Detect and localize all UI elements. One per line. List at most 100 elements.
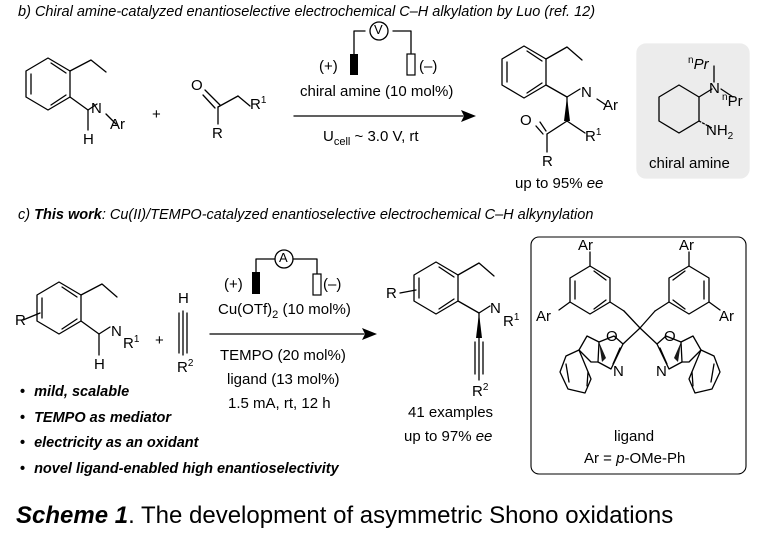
c-cond-cu-post: (10 mol%) [278, 301, 351, 318]
c-product-r: R [386, 285, 397, 302]
b-cat-npr-right-pr: Pr [727, 93, 743, 110]
b-condition-cell: Ucell ~ 3.0 V, rt [323, 128, 419, 148]
b-yield-text: up to 95% [515, 175, 587, 192]
b-circuit [353, 21, 412, 56]
c-product-r1-sup: 1 [513, 312, 520, 323]
b-catalyst-structure [658, 65, 734, 134]
c-ligand-ar-right: Ar [719, 308, 734, 325]
c-wedge-bond [476, 313, 482, 338]
c-sm-r: R [15, 312, 26, 329]
section-c-title-bold: This work [34, 207, 102, 223]
b-product-ar-group: Ar [603, 97, 618, 114]
c-cond-cu-pre: Cu(OTf) [218, 301, 273, 318]
section-c-label: c) [18, 207, 31, 223]
b-product-n-atom: N [581, 84, 592, 101]
c-ligand-ar-top-right: Ar [679, 237, 694, 254]
c-ammeter-label: A [279, 250, 288, 265]
b-cat-nh2-sub: 2 [727, 131, 734, 142]
c-sm-r1-sup: 1 [133, 334, 140, 345]
section-b-title-text: Chiral amine-catalyzed enantioselective … [34, 4, 596, 20]
b-ketone-structure [202, 89, 251, 125]
b-thiq-structure [25, 57, 117, 131]
b-product-r1-r: R [585, 128, 596, 145]
b-ucell-u: U [323, 128, 334, 145]
b-product-o-atom: O [520, 112, 532, 129]
section-c-title-text: : Cu(II)/TEMPO-catalyzed enantioselectiv… [101, 207, 594, 223]
c-ligand-n-right: N [656, 363, 667, 380]
b-cathode-electrode [406, 53, 416, 76]
c-ligand-box [530, 236, 747, 475]
b-arrow-head [461, 110, 476, 122]
c-thiq-structure [22, 281, 118, 356]
c-product-r2-r: R [472, 383, 483, 400]
c-product-r1-r: R [503, 313, 514, 330]
b-cat-npr-top: nPr [688, 55, 709, 73]
b-ucell-sub: cell [333, 136, 351, 148]
c-alkyne-h: H [178, 290, 189, 307]
c-plus-sign: + [155, 332, 164, 349]
section-b-label: b) [18, 4, 31, 20]
b-product-r1: R1 [585, 127, 601, 145]
b-sm-ar-group: Ar [110, 116, 125, 133]
c-feature-item: TEMPO as mediator [20, 406, 339, 432]
b-cat-npr-right: nPr [722, 92, 743, 110]
c-ligand-ar-p: p [616, 450, 625, 467]
c-ligand-label: ligand [614, 428, 655, 445]
b-plus-sign: + [152, 106, 161, 123]
c-ligand-ar-definition: Ar = p-OMe-Ph [584, 450, 685, 467]
b-yield-ee: ee [586, 175, 604, 192]
c-yield-text: up to 97% [404, 428, 476, 445]
c-product-r2-sup: 2 [482, 382, 489, 393]
c-plus-terminal: (+) [224, 276, 243, 293]
b-ketone-r1: R1 [250, 95, 266, 113]
c-alkyne-structure [178, 310, 188, 356]
c-condition-cu: Cu(OTf)2 (10 mol%) [218, 301, 351, 321]
b-voltmeter-label: V [374, 22, 383, 37]
caption-text: . The development of asymmetric Shono ox… [128, 502, 674, 529]
c-alkyne-r2-r: R [177, 359, 188, 376]
b-condition-catalyst: chiral amine (10 mol%) [300, 83, 454, 100]
b-anode-electrode [350, 54, 358, 75]
c-sm-r1: R1 [123, 334, 139, 352]
c-sm-h-atom: H [94, 356, 105, 373]
b-sm-n-atom: N [91, 100, 102, 117]
c-circuit [255, 249, 318, 275]
c-yield-ee: ee [475, 428, 493, 445]
section-b-title: b) Chiral amine-catalyzed enantioselecti… [18, 4, 595, 20]
b-cat-npr-right-n: n [722, 92, 728, 103]
c-product-r1: R1 [503, 312, 519, 330]
c-ligand-o-left: O [606, 328, 618, 345]
c-feature-item: novel ligand-enabled high enantioselecti… [20, 457, 339, 483]
c-yield: up to 97% ee [404, 428, 492, 445]
c-anode-electrode [252, 272, 260, 294]
c-product-r2: R2 [472, 382, 488, 400]
c-sm-r1-r: R [123, 335, 134, 352]
c-alkyne-r2-sup: 2 [187, 358, 194, 369]
b-product-structure [501, 45, 607, 153]
c-minus-terminal: (–) [323, 276, 342, 293]
c-product-n-atom: N [490, 300, 501, 317]
c-ligand-structure [558, 251, 721, 394]
c-alkyne-r2: R2 [177, 358, 193, 376]
b-yield: up to 95% ee [515, 175, 603, 192]
c-ligand-o-right: O [664, 328, 676, 345]
c-ligand-ar-post: -OMe-Ph [624, 450, 686, 467]
b-product-r1-sup: 1 [595, 127, 602, 138]
b-ucell-rest: ~ 3.0 V, rt [350, 128, 419, 145]
b-plus-terminal: (+) [319, 58, 338, 75]
b-catalyst-box [636, 43, 750, 179]
c-ligand-ar-pre: Ar = [584, 450, 617, 467]
b-product-r: R [542, 153, 553, 170]
c-condition-tempo: TEMPO (20 mol%) [220, 347, 346, 364]
caption-scheme-label: Scheme 1 [16, 502, 129, 529]
c-ligand-ar-top-left: Ar [578, 237, 593, 254]
b-ketone-r1-r: R [250, 96, 261, 113]
b-ketone-r1-sup: 1 [260, 95, 267, 106]
c-examples: 41 examples [408, 404, 494, 421]
c-feature-list: mild, scalable TEMPO as mediator electri… [20, 380, 339, 482]
b-minus-terminal: (–) [419, 58, 438, 75]
c-ligand-ar-left: Ar [536, 308, 551, 325]
b-cat-npr-top-n: n [688, 55, 694, 66]
c-cathode-electrode [312, 273, 322, 296]
c-cond-cu-sub: 2 [272, 309, 279, 321]
